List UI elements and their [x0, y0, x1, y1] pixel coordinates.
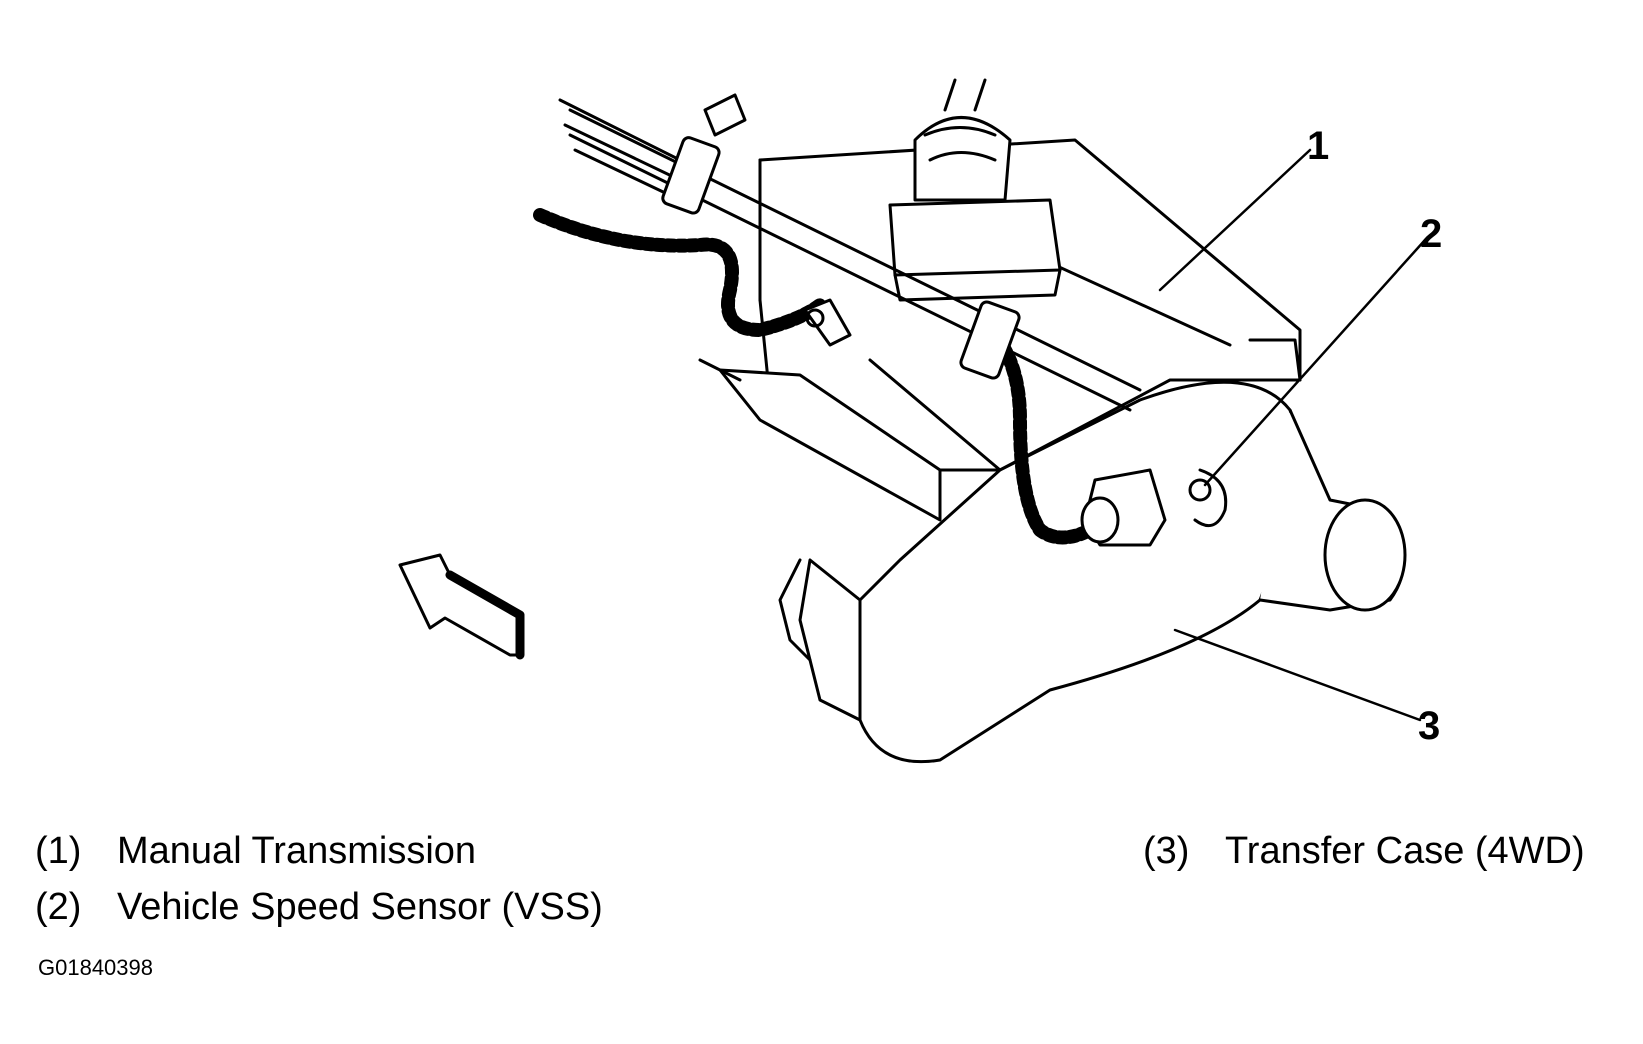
leader-line-3 [1173, 628, 1422, 722]
shaft-tube [558, 98, 1142, 412]
legend-label: Transfer Case (4WD) [1225, 830, 1585, 872]
legend-label: Manual Transmission [117, 830, 477, 872]
legend-item-2: (2) Vehicle Speed Sensor (VSS) [35, 888, 603, 926]
wiring-harness [533, 93, 1212, 547]
callout-number-1: 1 [1307, 124, 1330, 168]
figure-id: G01840398 [38, 955, 153, 980]
leader-line-1 [1158, 148, 1312, 292]
legend-label: Vehicle Speed Sensor (VSS) [117, 886, 603, 928]
forward-arrow [398, 553, 525, 660]
manual-transmission [698, 78, 1302, 522]
callout-number-3: 3 [1418, 704, 1441, 748]
legend-number: (2) [35, 886, 82, 928]
callout-leaders [1158, 148, 1427, 722]
legend-item-3: (3) Transfer Case (4WD) [1143, 832, 1585, 870]
drivetrain-illustration [398, 78, 1427, 764]
legend-number: (3) [1143, 830, 1190, 872]
transfer-case [778, 380, 1407, 764]
callout-number-2: 2 [1420, 212, 1443, 256]
legend-item-1: (1) Manual Transmission [35, 832, 476, 870]
leader-line-2 [1203, 238, 1427, 487]
legend-number: (1) [35, 830, 82, 872]
